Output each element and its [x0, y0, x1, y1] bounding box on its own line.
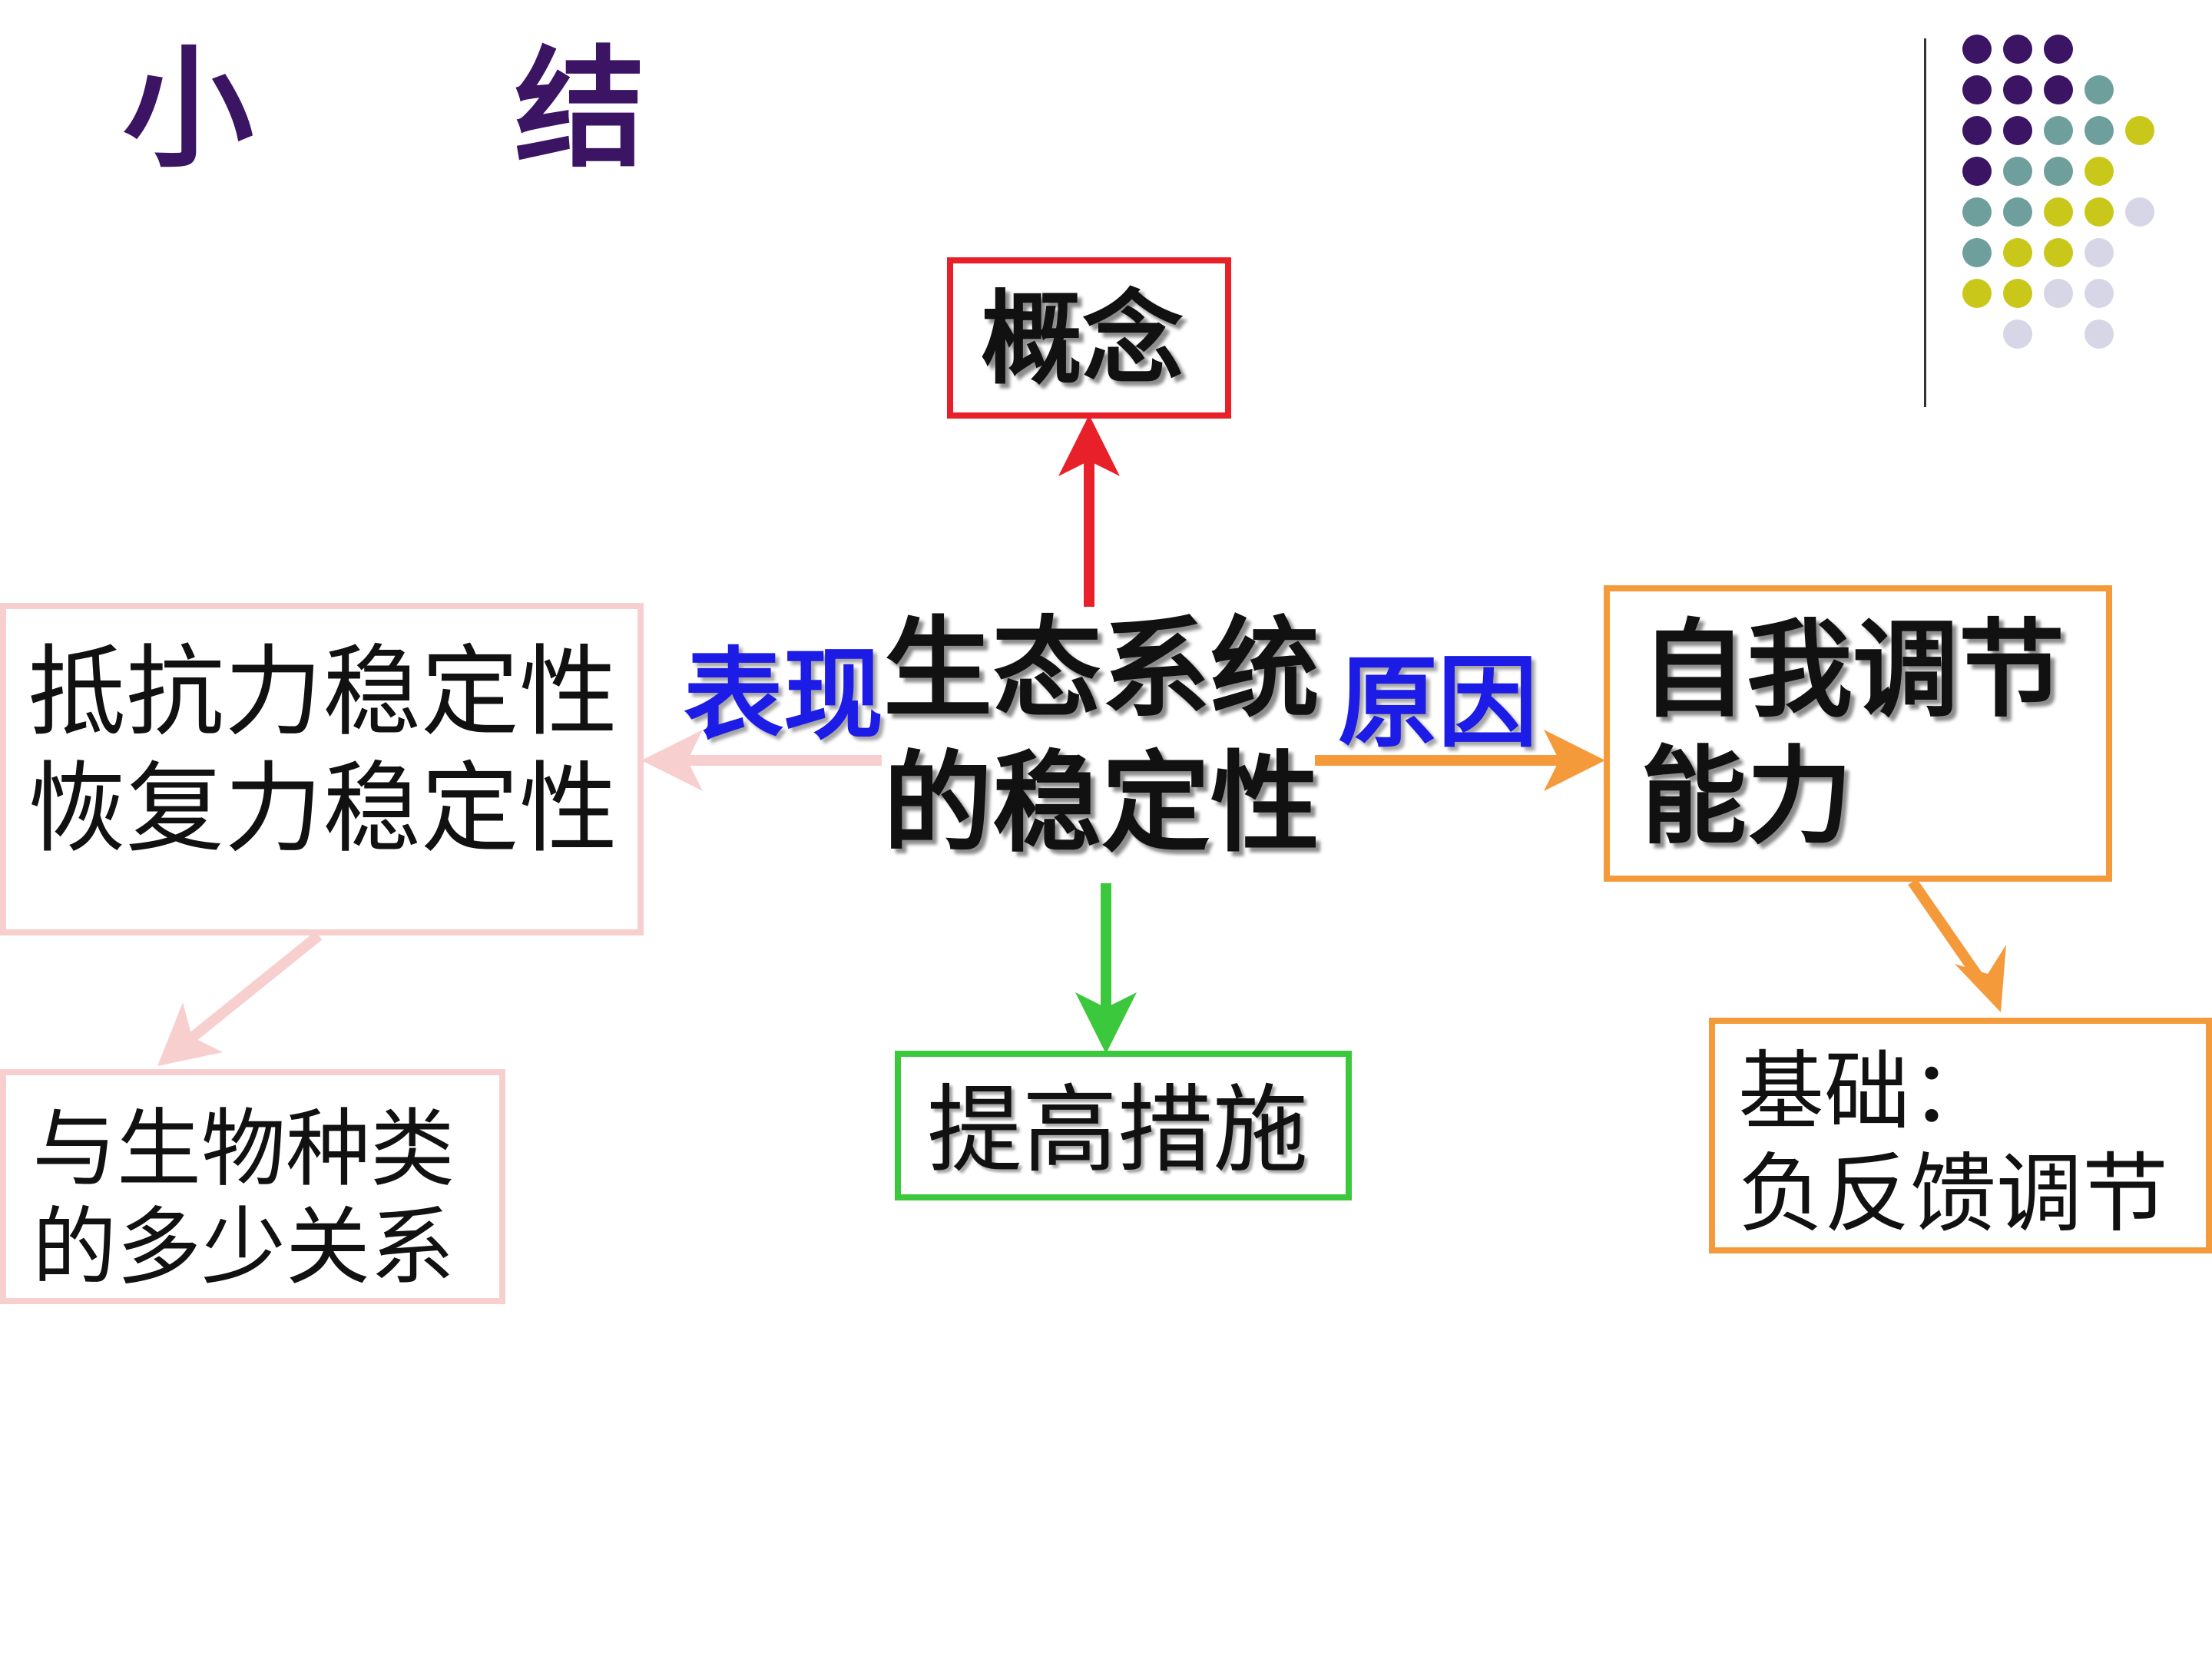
concept-box: 概念 [947, 257, 1231, 419]
center-topic-line2: 的稳定性 [883, 740, 1320, 867]
decorative-dot [2044, 197, 2073, 227]
arrow-to-stability [641, 730, 882, 791]
measures-text: 提高措施 [927, 1075, 1309, 1186]
arrow-to-concept [1058, 415, 1120, 607]
measures-box: 提高措施 [895, 1051, 1352, 1200]
decorative-dot [1962, 75, 1992, 104]
decorative-dot [2003, 35, 2032, 64]
manifestation-label: 表现 [684, 637, 884, 753]
decorative-dot [2003, 238, 2032, 267]
decorative-dot [2125, 116, 2154, 145]
decorative-dot [1962, 35, 1992, 64]
decorative-dot [2044, 116, 2073, 145]
basis-box: 基础： 负反馈调节 [1709, 1018, 2212, 1253]
decorative-dot [2085, 75, 2114, 104]
cause-label: 原因 [1338, 644, 1538, 761]
self-regulation-box: 自我调节 能力 [1604, 585, 2112, 882]
decorative-dot [2003, 116, 2032, 145]
decorative-dot [2125, 197, 2154, 227]
resistance-stability-text: 抵抗力稳定性 [28, 635, 618, 750]
slide-title: 小 结 [123, 32, 646, 186]
arrow-to-species [157, 931, 323, 1066]
concept-text: 概念 [981, 280, 1184, 399]
decorative-dot [2085, 197, 2114, 227]
decorative-dot [2044, 35, 2073, 64]
species-relation-line2: 的多少关系 [32, 1198, 455, 1296]
self-regulation-line1: 自我调节 [1641, 608, 2065, 732]
arrow-to-basis [1908, 879, 2006, 1012]
arrow-to-self-regulation [1315, 730, 1605, 791]
decorative-dot [2085, 320, 2114, 349]
decorative-dot [2003, 75, 2032, 104]
decorative-dot [2003, 279, 2032, 308]
decorative-dot [2044, 238, 2073, 267]
decorative-dot [1962, 197, 1992, 227]
basis-value: 负反馈调节 [1738, 1144, 2168, 1244]
stability-types-box: 抵抗力稳定性 恢复力稳定性 [0, 603, 644, 935]
decorative-dot [1962, 116, 1992, 145]
decorative-dot [2085, 279, 2114, 308]
decorative-dot [2044, 157, 2073, 186]
decorative-dot [1962, 157, 1992, 186]
decorative-dot [2085, 238, 2114, 267]
decorative-dot [2003, 157, 2032, 186]
decorative-dot [2085, 157, 2114, 186]
divider-line [1924, 38, 1926, 407]
species-relation-line1: 与生物种类 [32, 1100, 455, 1198]
decorative-dot [2085, 116, 2114, 145]
decorative-dot [2044, 75, 2073, 104]
decorative-dot [2044, 279, 2073, 308]
species-relation-box: 与生物种类 的多少关系 [0, 1069, 505, 1304]
decorative-dot [1962, 238, 1992, 267]
basis-label: 基础： [1738, 1042, 1996, 1142]
self-regulation-line2: 能力 [1641, 735, 1853, 859]
center-topic-line1: 生态系统 [883, 606, 1320, 733]
decorative-dot [2003, 197, 2032, 227]
decorative-dot [2003, 320, 2032, 349]
decorative-dot [1962, 279, 1992, 308]
arrow-to-measures [1075, 883, 1137, 1054]
resilience-stability-text: 恢复力稳定性 [28, 752, 618, 866]
